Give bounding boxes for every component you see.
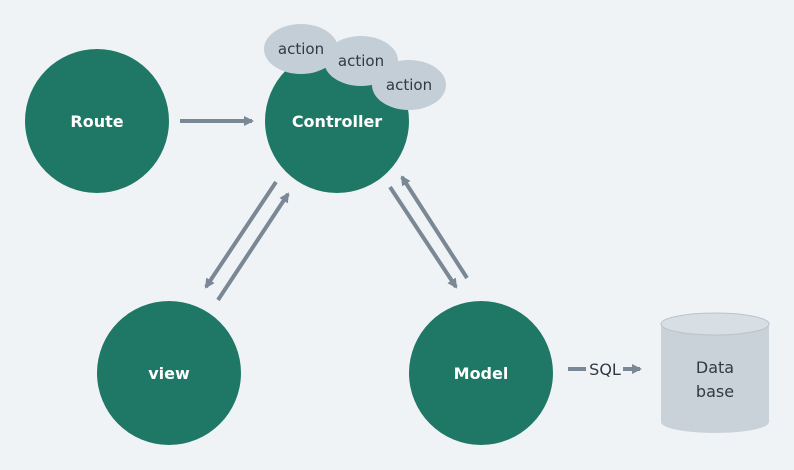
action-label: action	[278, 40, 324, 58]
arrow-controller-to-view	[204, 180, 278, 289]
route-label: Route	[70, 112, 123, 131]
arrow-view-to-controller	[216, 192, 290, 302]
route-node: Route	[25, 49, 169, 193]
model-label: Model	[454, 364, 509, 383]
controller-label: Controller	[292, 112, 382, 131]
view-node: view	[97, 301, 241, 445]
action-label: action	[386, 76, 432, 94]
action-bubble: action	[264, 24, 338, 74]
model-node: Model	[409, 301, 553, 445]
view-label: view	[148, 364, 190, 383]
arrow-model-to-controller	[400, 175, 469, 280]
database-icon: Data base	[660, 312, 770, 433]
action-bubble: action	[372, 60, 446, 110]
sql-label: SQL	[589, 360, 621, 379]
action-label: action	[338, 52, 384, 70]
arrow-controller-to-model	[388, 185, 458, 289]
database-label-line1: Data	[696, 358, 734, 377]
database-label-line2: base	[696, 382, 734, 401]
